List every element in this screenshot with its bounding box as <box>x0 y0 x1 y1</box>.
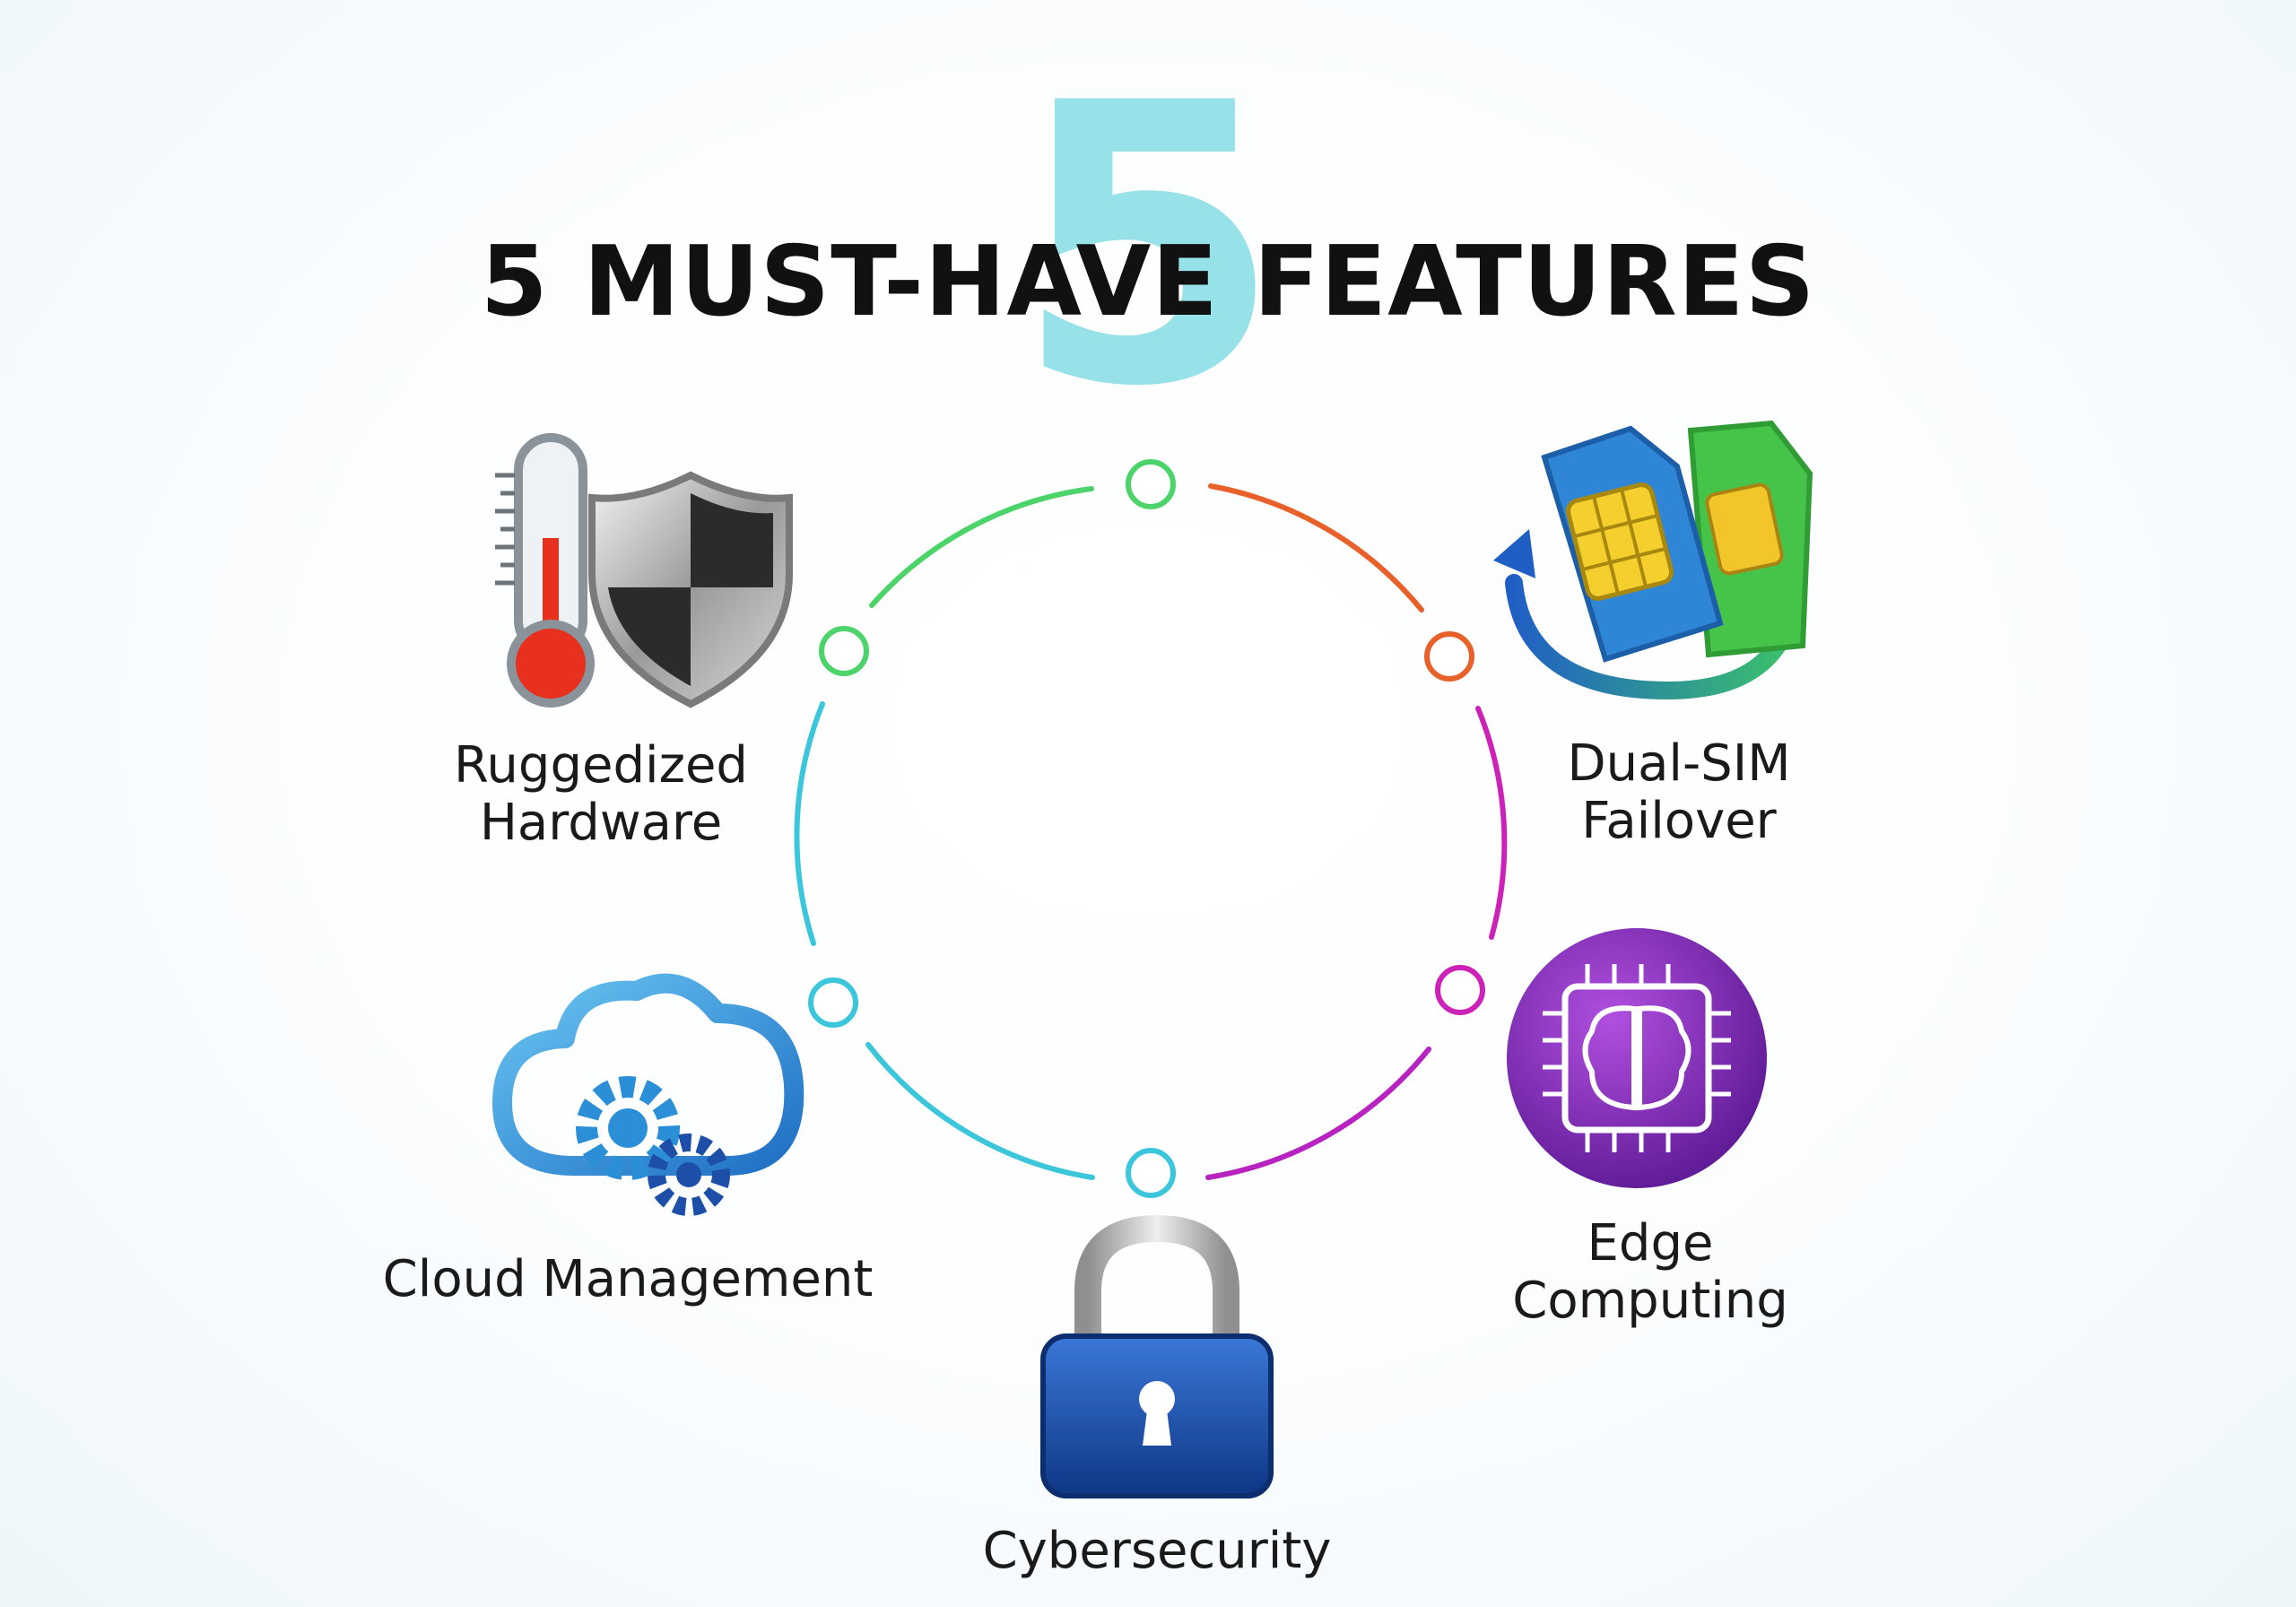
background-number-five: 5 <box>1013 22 1283 471</box>
ring-arc-top-right <box>1208 483 1424 612</box>
feature-label-cloud-management: Cloud Management <box>382 1250 874 1308</box>
ring-node-top <box>1126 459 1176 509</box>
ring-arc-bottom-right <box>1205 1047 1431 1180</box>
ring-arc-bottom-left <box>865 1042 1095 1180</box>
shield-icon <box>588 471 793 708</box>
page-title: 5 MUST-HAVE FEATURES <box>480 226 1816 338</box>
ring-node-right-upper <box>1424 631 1474 682</box>
padlock-icon <box>1040 1214 1274 1498</box>
ring-arc-right <box>1475 706 1508 940</box>
ai-chip-brain-icon <box>1507 928 1767 1188</box>
cloud-gears-icon <box>492 973 804 1216</box>
sim-cards-icon <box>1493 420 1813 700</box>
ring-arc-top-left <box>869 486 1094 608</box>
ring-node-bottom <box>1126 1148 1176 1198</box>
ring-arc-left <box>794 701 825 946</box>
ring-node-right-lower <box>1435 965 1485 1015</box>
ring-node-left-lower <box>808 977 858 1028</box>
ring-node-left-upper <box>819 626 869 676</box>
feature-label-cybersecurity: Cybersecurity <box>982 1522 1332 1580</box>
thermometer-icon <box>495 433 595 708</box>
